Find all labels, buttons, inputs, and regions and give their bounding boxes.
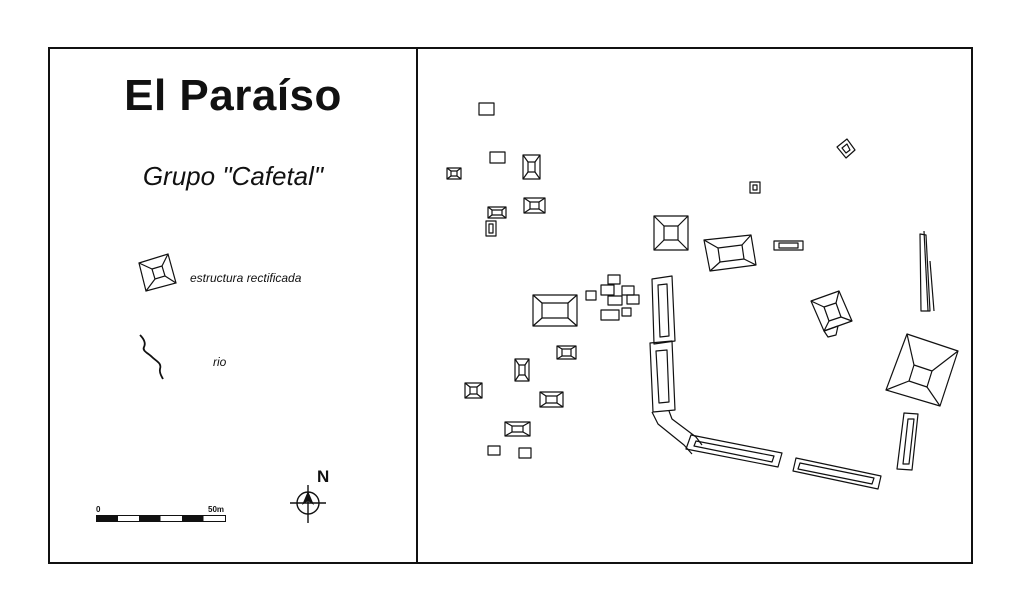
- map-panel: [418, 49, 971, 562]
- map-frame: El Paraíso Grupo "Cafetal" estructura re…: [48, 47, 973, 564]
- structure: [464, 382, 483, 399]
- north-arrow-icon: [290, 485, 326, 523]
- structure: [600, 309, 620, 321]
- structure: [607, 274, 621, 285]
- structure: [514, 358, 530, 382]
- structure: [653, 215, 689, 251]
- structure: [621, 307, 632, 317]
- structure: [773, 240, 804, 251]
- map-title: El Paraíso: [124, 71, 342, 120]
- structure: [522, 154, 541, 180]
- structure: [651, 410, 703, 455]
- site-plan: [446, 102, 959, 490]
- scale-bar-icon: [96, 515, 226, 522]
- structure: [607, 295, 623, 306]
- scale-label-end: 50m: [208, 505, 225, 514]
- structure: [518, 447, 532, 459]
- legend-panel: El Paraíso Grupo "Cafetal" estructura re…: [50, 49, 418, 562]
- river-icon: [139, 334, 164, 380]
- structure: [919, 230, 935, 312]
- structure: [556, 345, 577, 360]
- structure: [749, 181, 761, 194]
- structure: [487, 206, 507, 219]
- structure: [585, 290, 597, 301]
- structure: [489, 151, 506, 164]
- structure: [703, 234, 757, 272]
- structure: [792, 457, 882, 490]
- structure: [523, 197, 546, 214]
- structure: [487, 445, 501, 456]
- structure: [836, 138, 856, 159]
- structure: [485, 220, 497, 237]
- north-label: N: [317, 467, 330, 486]
- structure: [651, 275, 676, 345]
- structure: [504, 421, 531, 437]
- map-subtitle: Grupo "Cafetal": [142, 161, 324, 191]
- structure: [621, 285, 635, 296]
- structure: [885, 333, 959, 407]
- structure: [685, 434, 783, 468]
- structure: [896, 412, 919, 471]
- legend-label-river: rio: [213, 355, 227, 369]
- structure: [810, 290, 853, 338]
- structure: [539, 391, 564, 408]
- scale-label-start: 0: [96, 505, 101, 514]
- legend-label-structure: estructura rectificada: [190, 271, 302, 285]
- structure: [478, 102, 495, 116]
- structure: [600, 284, 615, 296]
- structure: [532, 294, 578, 327]
- structure-icon: [138, 253, 177, 292]
- structure: [446, 167, 462, 180]
- structure: [626, 294, 640, 305]
- structure: [649, 340, 676, 413]
